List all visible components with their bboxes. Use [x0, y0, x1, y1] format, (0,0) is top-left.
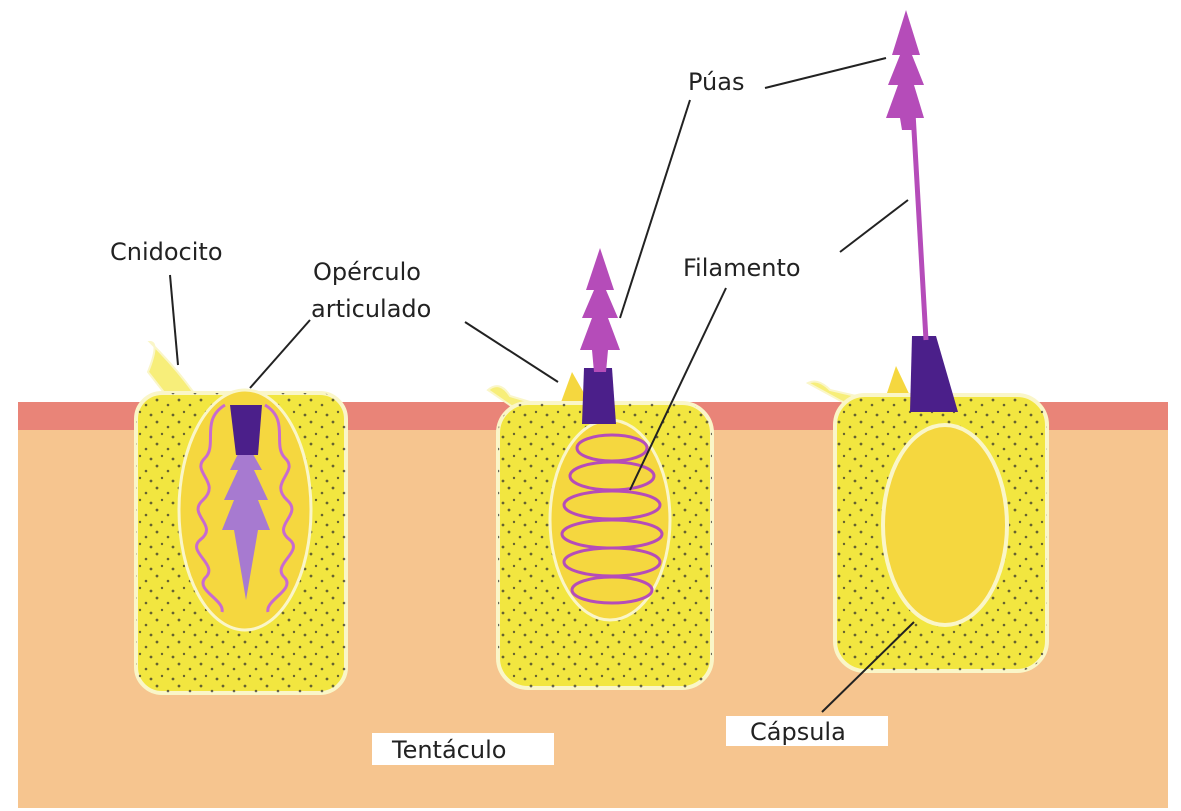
operculum-3 [910, 336, 958, 412]
cnidocyte-resting [136, 342, 346, 693]
barbs-3 [886, 10, 924, 130]
cnidocyte-discharged [808, 10, 1047, 671]
label-operculo-line2: articulado [311, 295, 431, 323]
label-tentaculo: Tentáculo [391, 736, 506, 764]
leader-operculo-2 [465, 322, 558, 382]
label-cnidocito: Cnidocito [110, 238, 223, 266]
operculum-2 [582, 368, 616, 424]
leader-operculo [250, 320, 310, 388]
leader-cnidocito [170, 275, 178, 365]
leader-filamento-2 [840, 200, 908, 252]
label-puas: Púas [688, 68, 744, 96]
leader-puas-2 [765, 58, 886, 88]
capsule-3 [883, 425, 1007, 625]
label-filamento: Filamento [683, 254, 801, 282]
leader-puas-1 [620, 100, 690, 318]
barbs-2 [580, 248, 620, 372]
label-capsula: Cápsula [750, 718, 846, 746]
cnidocyte-firing [488, 248, 712, 688]
label-operculo-line1: Opérculo [313, 258, 421, 286]
